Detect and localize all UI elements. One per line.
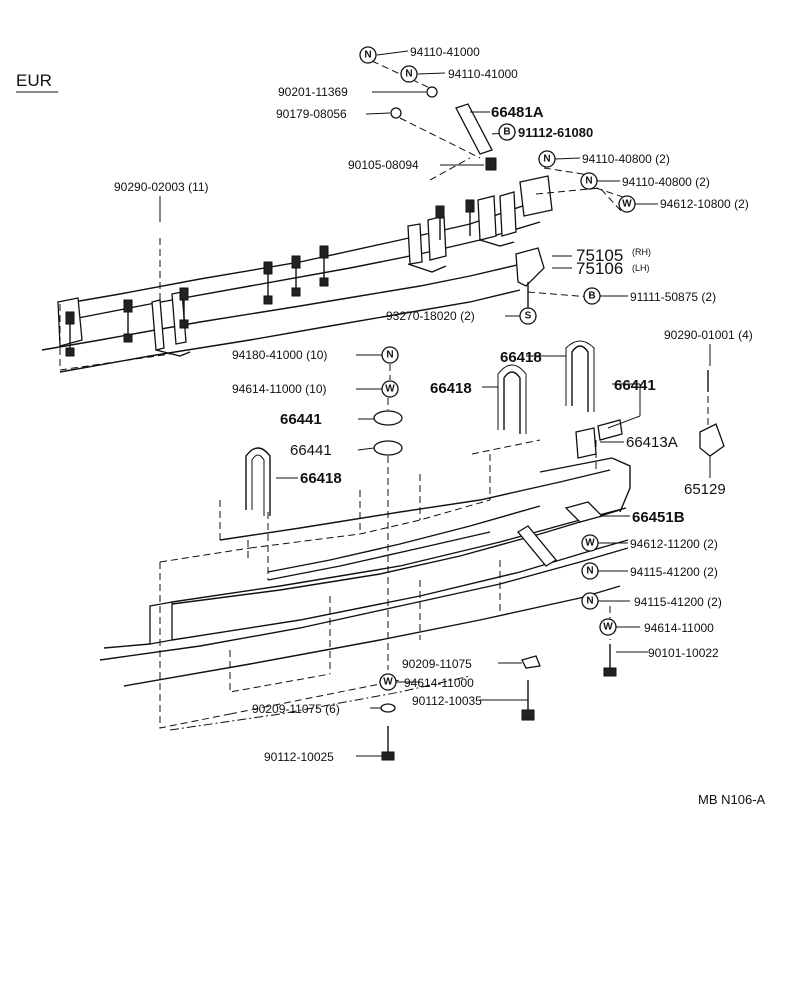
callout-label: 90112-10025 [264,750,334,764]
callout-label: 66451B [632,509,685,526]
callout-label: 91112-61080 [518,125,593,140]
callout-label: 94612-11200 (2) [630,537,718,551]
washer-symbol: W [379,673,397,691]
shackle [517,525,557,567]
svg-text:S: S [525,311,532,322]
svg-text:N: N [586,566,593,577]
callout-labels: 94110-41000 94110-41000 90201-11369 6648… [114,45,753,764]
svg-text:W: W [385,384,395,395]
region-label: EUR [16,71,52,90]
callout-label: 90290-02003 (11) [114,180,209,194]
svg-text:N: N [364,50,371,61]
svg-text:W: W [622,199,632,210]
pad-66441-b [373,440,403,456]
svg-text:W: W [383,677,393,688]
bolt-symbol: B [498,123,516,141]
callout-label: 66418 [500,349,542,366]
callout-label: 90101-10022 [648,646,719,660]
callout-label: 94115-41200 (2) [634,595,722,609]
u-bolt-66418-a [497,364,527,434]
callout-label: 91111-50875 (2) [630,290,716,304]
callout-label: 66441 [280,411,322,428]
svg-text:N: N [585,176,592,187]
svg-text:B: B [503,127,510,138]
nut-symbol: N [581,562,599,580]
callout-label: 66441 [290,442,332,459]
upper-rail [41,86,623,373]
svg-text:N: N [405,69,412,80]
u-bolt-66418-c [245,447,271,516]
callout-label: 65129 [684,481,726,498]
symbol-markers: N N B N N W B S N W W N N W W [359,46,636,691]
strap-66481a [455,103,493,155]
screw-symbol: S [519,307,537,325]
callout-label-suffix: (LH) [632,263,650,273]
washer-symbol: W [581,534,599,552]
callout-label-suffix: (RH) [632,247,651,257]
upper-leaders [159,50,658,317]
nut-symbol: N [581,592,599,610]
callout-label: 90209-11075 (6) [252,702,340,716]
nut-symbol: N [400,65,418,83]
svg-text:W: W [603,622,613,633]
bolt-symbol: B [583,287,601,305]
callout-label: 94115-41200 (2) [630,565,718,579]
callout-label: 94614-11000 [644,621,714,635]
nut-symbol: N [580,172,598,190]
callout-label: 66481A [491,104,544,121]
nut-symbol: N [359,46,377,64]
callout-label: 90201-11369 [278,85,348,99]
svg-text:W: W [585,538,595,549]
callout-label: 94110-40800 (2) [582,152,670,166]
callout-label: 93270-18020 (2) [386,309,475,323]
callout-label: 66413A [626,434,678,451]
plate-66451b [564,501,604,523]
upper-studs [65,157,497,357]
callout-label: 90105-08094 [348,158,419,172]
callout-label: 66418 [430,380,472,397]
callout-label: 90179-08056 [276,107,347,121]
nut-symbol: N [381,346,399,364]
callout-label: 94614-11000 [404,676,474,690]
lower-leaders [276,344,711,757]
callout-label: 90112-10035 [412,694,482,708]
callout-label: 94614-11000 (10) [232,382,327,396]
callout-label: 75105 [576,246,623,265]
callout-label: 94180-41000 (10) [232,348,327,362]
washer-symbol: W [599,618,617,636]
bracket-65129 [699,423,725,457]
nut-symbol: N [538,150,556,168]
callout-label: 90209-11075 [402,657,472,671]
callout-label: 94110-40800 (2) [622,175,710,189]
callout-label: 66418 [300,470,342,487]
lower-rail [99,340,725,761]
callout-label: 66441 [614,377,656,394]
callout-label: 90290-01001 (4) [664,328,753,342]
callout-label: 75106 [576,259,623,278]
plate-66413a [575,427,597,459]
svg-text:B: B [588,291,595,302]
diagram-code: MB N106-A [698,792,766,807]
pad-66441-a [373,410,403,426]
callout-label: 94110-41000 [448,67,518,81]
bracket-75105 [515,247,545,287]
callout-label: 94612-10800 (2) [660,197,749,211]
svg-text:N: N [586,596,593,607]
callout-label: 94110-41000 [410,45,480,59]
washer-symbol: W [381,380,399,398]
u-bolt-66418-b [565,340,595,412]
washer-symbol: W [618,195,636,213]
svg-text:N: N [386,350,393,361]
svg-text:N: N [543,154,550,165]
